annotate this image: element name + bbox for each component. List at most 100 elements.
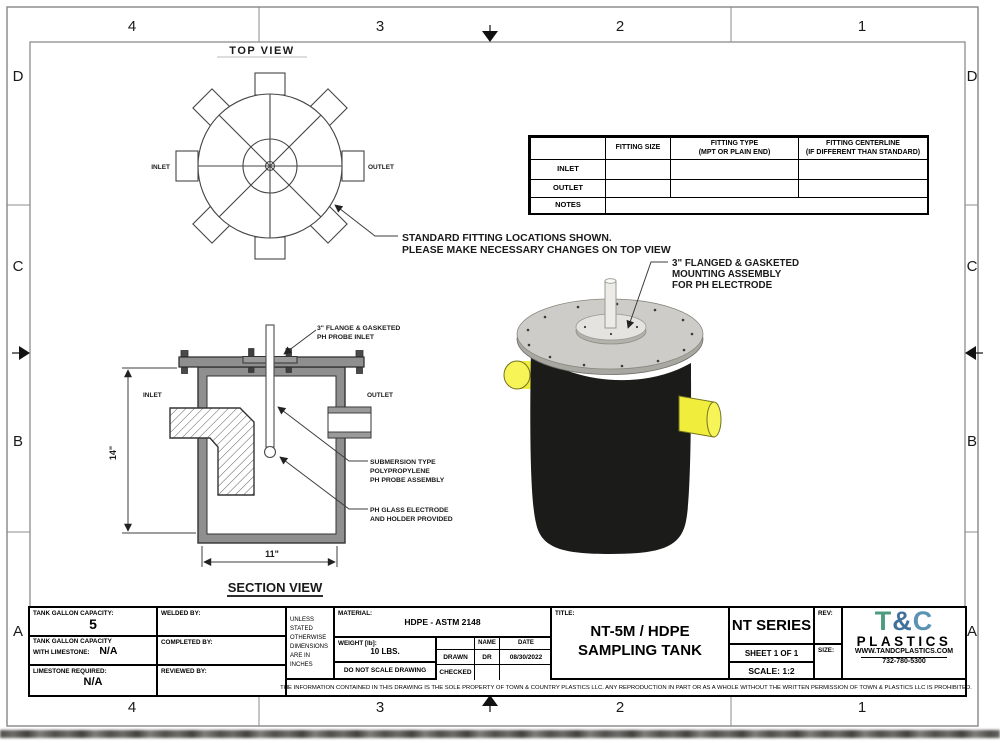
tank-3d-callout-line1: 3" FLANGED & GASKETED — [672, 258, 799, 269]
material-cell: MATERIAL: HDPE - ASTM 2148 — [335, 608, 552, 638]
section-ph-probe-pipe — [265, 324, 275, 448]
fitting-table: FITTING SIZE FITTING TYPE (MPT OR PLAIN … — [528, 135, 929, 215]
disclaimer-text: THE INFORMATION CONTAINED IN THIS DRAWIN… — [280, 684, 972, 691]
weight-label: WEIGHT [lb]: — [338, 640, 377, 647]
reviewed-by-cell[interactable]: REVIEWED BY: — [158, 666, 287, 695]
section-outlet-label: OUTLET — [367, 392, 393, 399]
reviewed-by-label: REVIEWED BY: — [161, 668, 207, 675]
probe-inlet-label-line2: PH PROBE INLET — [317, 334, 375, 341]
material-value: HDPE - ASTM 2148 — [404, 617, 481, 628]
limestone-capacity-label-line1: TANK GALLON CAPACITY — [33, 638, 112, 645]
fitting-type-header: FITTING TYPE (MPT OR PLAIN END) — [670, 137, 799, 160]
outlet-type-cell[interactable] — [670, 179, 799, 198]
units-note-line2: OTHERWISE — [290, 635, 327, 641]
signoff-table: NAME DATE DRAWN DR 08/30/2022 CHECKED — [437, 638, 552, 680]
completed-by-cell[interactable]: COMPLETED BY: — [158, 637, 287, 666]
section-inlet-label: INLET — [143, 392, 162, 399]
units-note-line3: DIMENSIONS — [290, 644, 329, 650]
title-block: TANK GALLON CAPACITY: 5 TANK GALLON CAPA… — [28, 606, 972, 697]
sheet-value: SHEET 1 OF 1 — [744, 648, 799, 658]
zone-bottom-1: 1 — [858, 699, 866, 716]
center-marker-icons — [12, 25, 983, 712]
fitting-note-line1: STANDARD FITTING LOCATIONS SHOWN. — [402, 233, 612, 244]
limestone-capacity-value: N/A — [99, 644, 118, 657]
zone-bottom-4: 4 — [128, 699, 136, 716]
inlet-centerline-cell[interactable] — [798, 159, 928, 180]
checked-date-cell[interactable] — [500, 665, 552, 680]
company-logo: T&C PLASTICS WWW.TANDCPLASTICS.COM 732-7… — [843, 608, 965, 680]
probe-inlet-leader — [283, 329, 317, 355]
fitting-type-header-line1: FITTING TYPE — [710, 140, 759, 148]
rev-cell[interactable]: REV: — [815, 608, 843, 645]
fitting-centerline-header-line1: FITTING CENTERLINE — [826, 140, 900, 148]
scale-cell: SCALE: 1:2 — [730, 663, 815, 680]
zone-bottom-3: 3 — [376, 699, 384, 716]
units-note-line4: ARE IN INCHES — [290, 653, 313, 668]
logo-letter-t: T — [874, 606, 893, 636]
tank-3d-callout-line2: MOUNTING ASSEMBLY — [672, 269, 782, 280]
title-cell: TITLE: NT-5M / HDPE SAMPLING TANK — [552, 608, 730, 680]
logo-letter-c: C — [912, 606, 934, 636]
fitting-type-header-line2: (MPT OR PLAIN END) — [698, 148, 771, 156]
zone-left-a: A — [13, 623, 23, 640]
logo-website: WWW.TANDCPLASTICS.COM — [854, 648, 954, 656]
section-dimensions — [122, 367, 338, 567]
logo-phone: 732-780-5300 — [861, 656, 947, 667]
outlet-size-cell[interactable] — [605, 179, 671, 198]
bottom-cutoff-strip — [0, 730, 1000, 738]
title-label: TITLE: — [555, 610, 575, 617]
signoff-blank-header — [437, 638, 475, 650]
top-view-title: TOP VIEW — [229, 45, 294, 57]
no-scale-cell: DO NOT SCALE DRAWING — [335, 663, 437, 680]
fitting-centerline-header-line2: (IF DIFFERENT THAN STANDARD) — [805, 148, 921, 156]
limestone-required-value: N/A — [83, 676, 103, 689]
zone-top-1: 1 — [858, 18, 866, 35]
section-view-title: SECTION VIEW — [228, 580, 323, 595]
notes-cell[interactable] — [605, 197, 928, 214]
tank-3d-probe-pipe — [604, 278, 617, 329]
scale-value: SCALE: 1:2 — [748, 665, 795, 676]
zone-left-c: C — [13, 258, 24, 275]
submersion-label-line2: POLYPROPYLENE — [370, 468, 430, 475]
inlet-size-cell[interactable] — [605, 159, 671, 180]
logo-plastics-text: PLASTICS — [856, 633, 952, 649]
tank-3d-right-fitting — [678, 395, 722, 438]
size-label: SIZE: — [818, 647, 835, 654]
checked-name-cell[interactable] — [475, 665, 500, 680]
size-cell[interactable]: SIZE: — [815, 645, 843, 680]
zone-top-4: 4 — [128, 18, 136, 35]
top-view-outlet-label: OUTLET — [368, 164, 394, 171]
section-outlet-pipe — [327, 406, 372, 439]
drawing-title-line1: NT-5M / HDPE — [590, 623, 690, 641]
electrode-label-line2: AND HOLDER PROVIDED — [370, 516, 453, 523]
date-header: DATE — [500, 638, 552, 650]
drawn-date-value: 08/30/2022 — [500, 650, 552, 665]
submersion-label-line1: SUBMERSION TYPE — [370, 459, 436, 466]
zone-right-c: C — [967, 258, 978, 275]
welded-by-cell[interactable]: WELDED BY: — [158, 608, 287, 637]
units-note-cell: UNLESS STATED OTHERWISE DIMENSIONS ARE I… — [287, 608, 335, 680]
outlet-centerline-cell[interactable] — [798, 179, 928, 198]
lid-bolt-dots — [526, 302, 694, 368]
zone-top-2: 2 — [616, 18, 624, 35]
no-scale-label: DO NOT SCALE DRAWING — [343, 667, 427, 674]
disclaimer-strip: THE INFORMATION CONTAINED IN THIS DRAWIN… — [280, 680, 972, 695]
zone-top-3: 3 — [376, 18, 384, 35]
tank-3d-render — [503, 261, 722, 554]
completed-by-label: COMPLETED BY: — [161, 639, 213, 646]
checked-label: CHECKED — [437, 665, 475, 680]
tank-capacity-cell: TANK GALLON CAPACITY: 5 — [30, 608, 158, 637]
logo-ampersand: & — [892, 606, 913, 636]
drawn-label: DRAWN — [437, 650, 475, 665]
section-height-dim: 14" — [108, 446, 118, 460]
tank-3d-callout-line3: FOR PH ELECTRODE — [672, 280, 773, 291]
zone-right-b: B — [967, 433, 977, 450]
top-view-inlet-label: INLET — [151, 164, 170, 171]
inlet-type-cell[interactable] — [670, 159, 799, 180]
fitting-row-notes-label: NOTES — [530, 197, 606, 214]
zone-right-a: A — [967, 623, 977, 640]
zone-right-d: D — [967, 68, 978, 85]
section-ph-electrode-ball — [263, 445, 277, 459]
